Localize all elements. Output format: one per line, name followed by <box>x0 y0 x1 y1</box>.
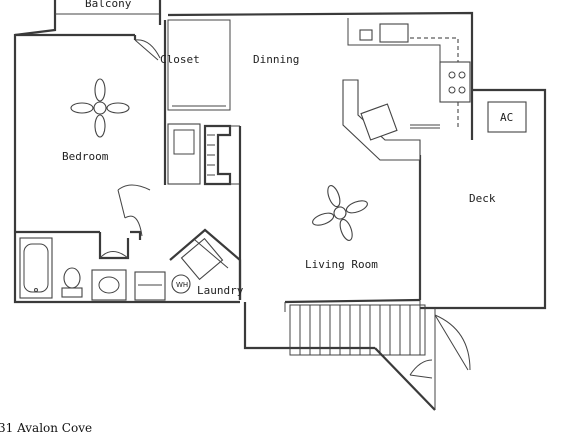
room-label-balcony: Balcony <box>85 0 132 10</box>
room-label-bedroom: Bedroom <box>62 150 109 163</box>
stairs <box>284 298 471 411</box>
ceiling-fan-icon <box>70 78 130 138</box>
bedroom-door <box>117 184 151 237</box>
kitchen <box>342 18 471 161</box>
room-label-living-room: Living Room <box>305 258 378 271</box>
room-label-closet: Closet <box>160 53 200 66</box>
fireplace <box>167 123 240 186</box>
water-heater-label: WH <box>176 281 188 289</box>
ac-unit-label: AC <box>500 111 513 124</box>
deck <box>419 88 547 310</box>
room-label-laundry: Laundry <box>197 284 244 297</box>
room-label-dinning: Dinning <box>253 53 299 66</box>
plan-caption: 31 Avalon Cove <box>0 421 92 432</box>
outer-walls <box>13 0 474 350</box>
closet <box>167 19 231 111</box>
bedroom-walls <box>15 20 167 240</box>
room-label-deck: Deck <box>469 192 496 205</box>
ceiling-fan-icon <box>312 185 368 241</box>
bathroom <box>19 232 166 301</box>
